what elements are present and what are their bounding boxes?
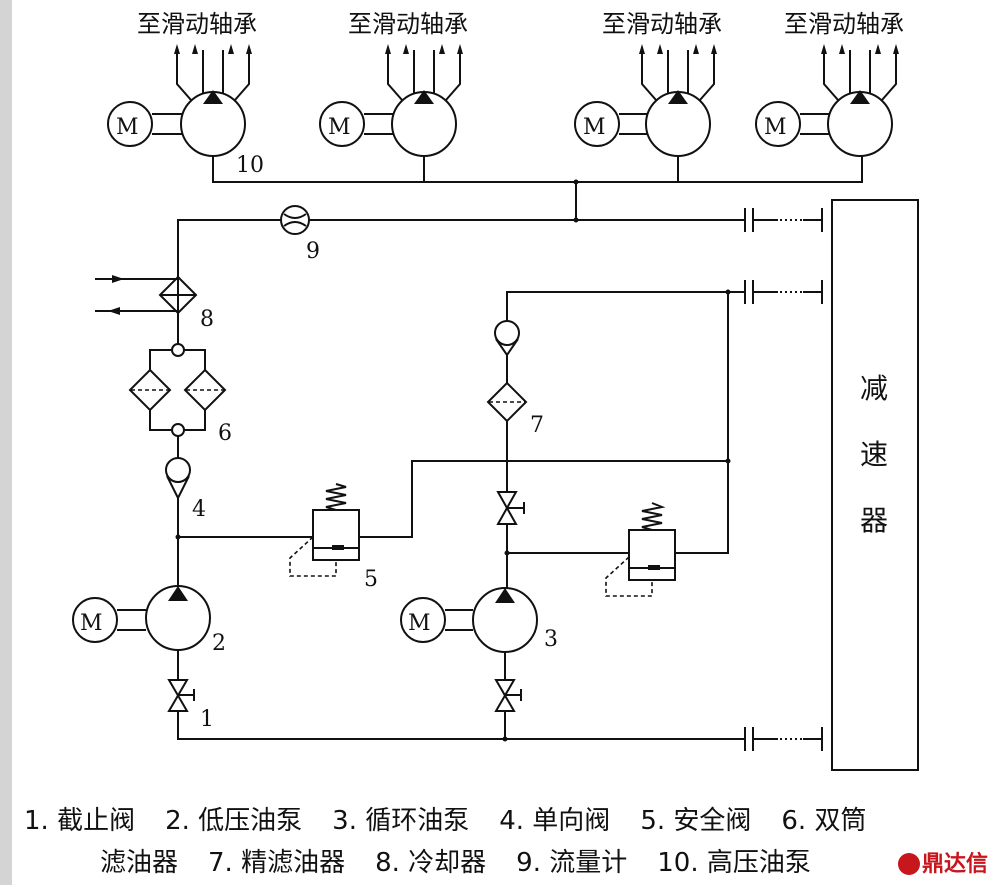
watermark-icon (898, 853, 920, 875)
junction-dot (725, 289, 731, 295)
motor-label: M (583, 115, 606, 140)
label-5: 5 (364, 567, 378, 592)
legend-item: 10. 高压油泵 (657, 848, 811, 878)
low-pressure-pump-icon (72, 585, 211, 680)
check-valve-icon (494, 320, 520, 383)
arrow-up-icon (693, 44, 699, 54)
label-3: 3 (544, 627, 558, 652)
legend-item: 3. 循环油泵 (332, 806, 470, 836)
coupling-icon (744, 727, 823, 751)
label-1: 1 (200, 707, 214, 732)
high-pressure-pump-icon: M 至滑动轴承 (319, 10, 468, 157)
high-pressure-manifold (212, 156, 863, 220)
gearbox (831, 199, 919, 771)
flowmeter-icon (280, 205, 310, 235)
coupling-icon (744, 280, 823, 304)
shutoff-valve-icon (496, 491, 525, 588)
junction-dot (725, 458, 731, 464)
legend-item: 9. 流量计 (516, 848, 628, 878)
relief-valve-icon (289, 483, 360, 577)
lubrication-system-diagram: M 至滑动轴承 M 至滑动轴承 M 至滑动轴承 M 至滑动轴承 10 9 8 6 4 (72, 10, 919, 771)
motor-label: M (116, 115, 139, 140)
legend-item: 2. 低压油泵 (165, 806, 303, 836)
arrow-up-icon (385, 44, 391, 54)
watermark-logo: 鼎达信 (898, 846, 988, 878)
gearbox-label-1: 减 (860, 372, 888, 405)
legend-item: 5. 安全阀 (640, 806, 752, 836)
label-7: 7 (530, 413, 544, 438)
circulation-pump-icon (400, 587, 538, 680)
duplex-filter-icon (128, 313, 227, 458)
legend-item: 4. 单向阀 (499, 806, 611, 836)
legend-line-1: 1. 截止阀 2. 低压油泵 3. 循环油泵 4. 单向阀 5. 安全阀 6. 双筒 (24, 800, 996, 837)
junction-dot (502, 736, 508, 742)
arrow-up-icon (192, 44, 198, 54)
high-pressure-pump-icon: M 至滑动轴承 (755, 10, 904, 157)
shutoff-valve-icon (494, 679, 522, 739)
watermark-text: 鼎达信 (922, 852, 989, 877)
arrow-up-icon (439, 44, 445, 54)
label-2: 2 (212, 631, 226, 656)
relief-valve-icon (605, 502, 676, 597)
circulation-line (506, 291, 745, 554)
arrow-up-icon (246, 44, 252, 54)
bearing-label: 至滑动轴承 (784, 10, 904, 38)
check-valve-icon (165, 457, 191, 586)
gearbox-label-3: 器 (860, 504, 888, 537)
gearbox-label-2: 速 (860, 438, 888, 471)
motor-label: M (764, 115, 787, 140)
arrow-up-icon (457, 44, 463, 54)
legend-item: 7. 精滤油器 (208, 848, 346, 878)
relief-line-5 (178, 460, 728, 538)
legend-item: 1. 截止阀 (24, 806, 136, 836)
label-8: 8 (200, 307, 214, 332)
label-10: 10 (236, 153, 264, 178)
high-pressure-pump-icon: M 至滑动轴承 (107, 10, 257, 157)
arrow-up-icon (228, 44, 234, 54)
high-pressure-pumps: M 至滑动轴承 M 至滑动轴承 M 至滑动轴承 M 至滑动轴承 (107, 10, 904, 157)
label-9: 9 (306, 239, 320, 264)
legend-item: 6. 双筒 (781, 806, 867, 836)
arrow-up-icon (657, 44, 663, 54)
supply-line (177, 219, 745, 277)
window-edge (0, 0, 12, 885)
arrow-up-icon (403, 44, 409, 54)
motor-label: M (408, 611, 431, 636)
arrow-up-icon (174, 44, 180, 54)
arrow-up-icon (893, 44, 899, 54)
motor-label: M (328, 115, 351, 140)
label-4: 4 (192, 497, 206, 522)
legend-item: 滤油器 (100, 848, 179, 878)
bearing-label: 至滑动轴承 (348, 10, 468, 38)
legend-item: 8. 冷却器 (375, 848, 487, 878)
arrow-up-icon (639, 44, 645, 54)
high-pressure-pump-icon: M 至滑动轴承 (574, 10, 722, 157)
arrow-up-icon (875, 44, 881, 54)
bearing-label: 至滑动轴承 (602, 10, 722, 38)
bearing-label: 至滑动轴承 (137, 10, 257, 38)
coupling-icon (744, 208, 823, 232)
label-6: 6 (218, 421, 232, 446)
cooler-icon (95, 275, 198, 315)
pipe-couplings (744, 208, 823, 751)
arrow-up-icon (821, 44, 827, 54)
motor-label: M (80, 611, 103, 636)
junction-dot (573, 179, 579, 185)
arrow-up-icon (839, 44, 845, 54)
arrow-up-icon (711, 44, 717, 54)
shutoff-valve-icon (167, 679, 745, 740)
fine-filter-icon (486, 381, 528, 492)
legend-line-2: 滤油器 7. 精滤油器 8. 冷却器 9. 流量计 10. 高压油泵 (100, 842, 996, 879)
